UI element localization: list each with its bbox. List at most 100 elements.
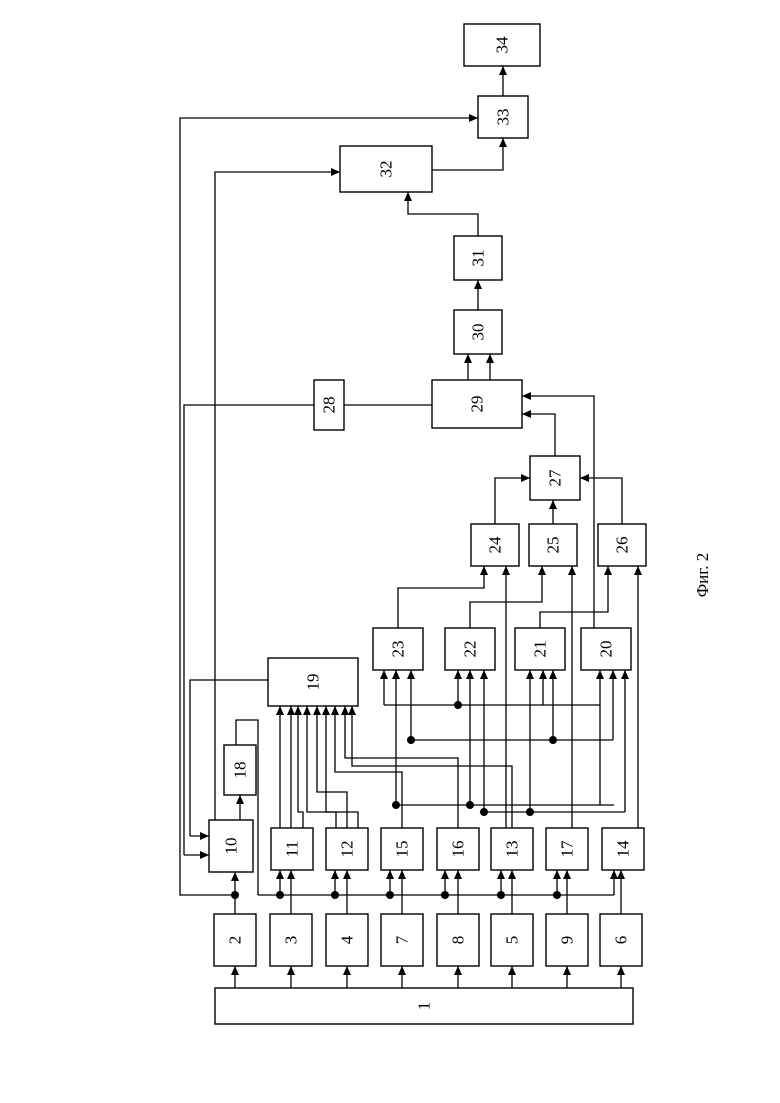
block-label-27: 27 xyxy=(546,469,565,487)
figure-caption: Фиг. 2 xyxy=(693,553,712,598)
arrowhead xyxy=(502,566,510,575)
block-label-19: 19 xyxy=(304,674,323,691)
arrowhead xyxy=(610,870,618,879)
arrowhead xyxy=(454,870,462,879)
arrowhead xyxy=(549,670,557,679)
junction-dot xyxy=(276,891,284,899)
arrowhead xyxy=(200,832,209,840)
arrowhead xyxy=(407,670,415,679)
wire-67 xyxy=(522,414,555,456)
block-label-25: 25 xyxy=(544,537,563,554)
block-label-23: 23 xyxy=(389,641,408,658)
block-label-8: 8 xyxy=(449,936,468,945)
block-label-15: 15 xyxy=(393,841,412,858)
block-label-16: 16 xyxy=(449,841,468,858)
block-label-9: 9 xyxy=(558,936,577,945)
arrowhead xyxy=(404,192,412,201)
arrowhead xyxy=(398,966,406,975)
arrowhead xyxy=(486,354,494,363)
junction-dot xyxy=(392,801,400,809)
arrowhead xyxy=(596,670,604,679)
arrowhead xyxy=(313,706,321,715)
arrowhead xyxy=(294,706,302,715)
wire-40 xyxy=(352,706,512,828)
junction-dot xyxy=(407,736,415,744)
junction-dot xyxy=(231,891,239,899)
arrowhead xyxy=(331,168,340,176)
arrowhead xyxy=(474,280,482,289)
arrowhead xyxy=(331,706,339,715)
arrowhead xyxy=(322,706,330,715)
block-label-20: 20 xyxy=(597,641,616,658)
arrowhead xyxy=(521,474,530,482)
wire-58 xyxy=(398,566,484,628)
arrowhead xyxy=(526,670,534,679)
arrowhead xyxy=(568,566,576,575)
block-label-10: 10 xyxy=(222,838,241,855)
arrowhead xyxy=(287,870,295,879)
arrowhead xyxy=(341,706,349,715)
arrowhead xyxy=(200,851,209,859)
wire-34 xyxy=(298,706,303,828)
block-label-28: 28 xyxy=(320,397,339,414)
arrowhead xyxy=(343,870,351,879)
wire-35 xyxy=(307,706,336,828)
arrowhead xyxy=(522,410,531,418)
block-label-30: 30 xyxy=(469,324,488,341)
arrowhead xyxy=(287,706,295,715)
junction-dot xyxy=(480,808,488,816)
arrowhead xyxy=(464,354,472,363)
arrowhead xyxy=(609,670,617,679)
block-label-14: 14 xyxy=(614,840,633,858)
arrowhead xyxy=(276,870,284,879)
arrowhead xyxy=(499,66,507,75)
junction-dot xyxy=(466,801,474,809)
arrowhead xyxy=(454,670,462,679)
wire-27 xyxy=(215,172,340,820)
block-label-7: 7 xyxy=(393,935,412,944)
block-label-24: 24 xyxy=(486,536,505,554)
arrowhead xyxy=(441,870,449,879)
arrowhead xyxy=(398,870,406,879)
arrowhead xyxy=(549,500,557,509)
arrowhead xyxy=(538,566,546,575)
junction-dot xyxy=(386,891,394,899)
arrowhead xyxy=(236,795,244,804)
arrowhead xyxy=(480,670,488,679)
junction-dot xyxy=(497,891,505,899)
junction-dot xyxy=(331,891,339,899)
arrowhead xyxy=(499,138,507,147)
block-label-11: 11 xyxy=(283,841,302,857)
arrowhead xyxy=(563,870,571,879)
arrowhead xyxy=(348,706,356,715)
arrowhead xyxy=(276,706,284,715)
arrowhead xyxy=(303,706,311,715)
block-label-33: 33 xyxy=(494,109,513,126)
blocks: 1234567891011121314151617181920212223242… xyxy=(209,24,646,1024)
arrowhead xyxy=(522,392,531,400)
junction-dot xyxy=(441,891,449,899)
block-label-18: 18 xyxy=(231,762,250,779)
block-label-4: 4 xyxy=(338,935,357,944)
junction-dot xyxy=(526,808,534,816)
junction-dot xyxy=(553,891,561,899)
arrowhead xyxy=(466,670,474,679)
wire-37 xyxy=(326,706,358,828)
arrowhead xyxy=(497,870,505,879)
wire-60 xyxy=(540,566,608,628)
arrowhead xyxy=(553,870,561,879)
block-label-3: 3 xyxy=(282,936,301,945)
block-label-1: 1 xyxy=(415,1002,434,1011)
arrowhead xyxy=(392,670,400,679)
arrowhead xyxy=(563,966,571,975)
arrowhead xyxy=(454,966,462,975)
block-label-5: 5 xyxy=(503,936,522,945)
arrowhead xyxy=(508,870,516,879)
block-label-32: 32 xyxy=(377,161,396,178)
wire-64 xyxy=(495,478,530,524)
arrowhead xyxy=(580,474,589,482)
block-label-31: 31 xyxy=(469,250,488,267)
block-label-12: 12 xyxy=(338,841,357,858)
arrowhead xyxy=(469,114,478,122)
wire-36 xyxy=(317,706,347,828)
